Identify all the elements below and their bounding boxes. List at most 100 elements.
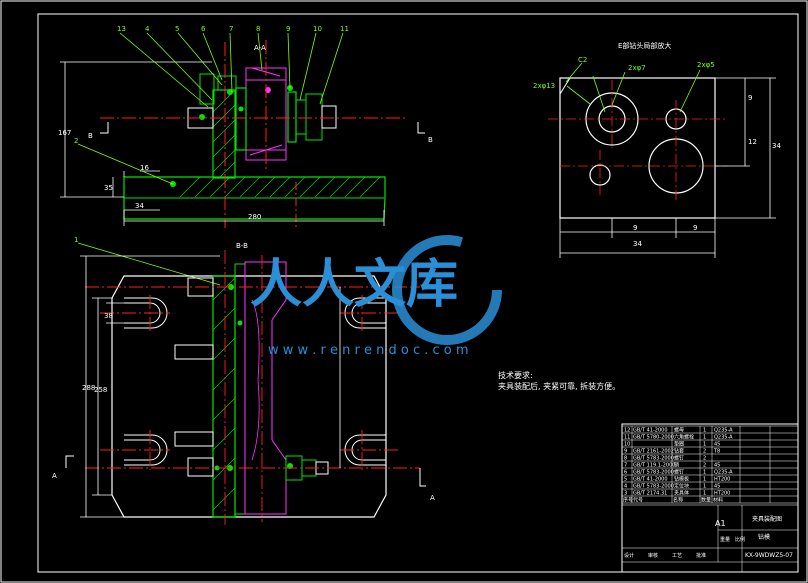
parts-row-name: 螺钉	[674, 469, 684, 476]
parts-row-no: 12	[624, 428, 630, 434]
section-b-right: B	[428, 136, 433, 144]
svg-text:34: 34	[772, 142, 781, 150]
balloon-2: 2	[74, 137, 78, 145]
parts-row-qty: 2	[703, 456, 706, 462]
parts-row-name: 钻套	[674, 448, 684, 455]
parts-row-code: GB/T 41-2000	[633, 428, 668, 434]
detail-plate	[559, 77, 716, 219]
parts-row-material: Q235-A	[714, 435, 733, 441]
parts-row-name: 定位块	[674, 483, 689, 490]
detail-title: E部钻头局部放大	[618, 41, 671, 50]
balloon-9: 9	[286, 25, 290, 33]
plan-view: B-B A A 288 258 38	[52, 242, 435, 525]
svg-text:比例: 比例	[735, 536, 745, 543]
svg-text:258: 258	[94, 386, 107, 394]
svg-text:34: 34	[135, 202, 144, 210]
inner-frame	[37, 13, 799, 573]
svg-text:280: 280	[248, 213, 261, 221]
parts-row-material: 45	[714, 442, 720, 448]
parts-row-name: 销	[674, 462, 679, 469]
title-scale-mark: A1	[715, 519, 726, 528]
parts-row-qty: 1	[703, 428, 706, 434]
svg-text:167: 167	[58, 129, 71, 137]
balloon-leaders	[77, 32, 344, 286]
svg-text:34: 34	[633, 240, 642, 248]
balloon-13: 13	[117, 25, 126, 33]
parts-row-name: 螺钉	[674, 455, 684, 462]
parts-row-code: GB/T 5780-2000	[633, 435, 674, 441]
parts-row-name: 六角螺栓	[674, 434, 694, 441]
watermark-url: w w w . r e n r e n d o c . c o m	[268, 343, 469, 358]
parts-row-name: 钻模板	[674, 476, 689, 483]
parts-row-code: GB/T 2174.31	[633, 491, 667, 497]
chamfer-label: C2	[578, 56, 587, 64]
parts-row-qty: 1	[703, 491, 706, 497]
workpiece-plan	[244, 261, 287, 515]
svg-text:工艺: 工艺	[672, 553, 682, 559]
parts-row-qty: 1	[703, 442, 706, 448]
tech-requirements: 技术要求: 夹具装配后, 夹紧可靠, 拆装方便。	[498, 370, 620, 391]
parts-header-cell: 名称	[673, 497, 683, 504]
svg-text:38: 38	[104, 312, 113, 320]
svg-text:288: 288	[82, 384, 95, 392]
balloon-10: 10	[313, 25, 322, 33]
plan-base-outline	[111, 275, 387, 518]
support-column	[212, 89, 236, 179]
parts-row-material: T8	[713, 449, 720, 455]
title-drawing-name: 夹具装配图	[752, 515, 782, 523]
parts-row-qty: 2	[703, 449, 706, 455]
parts-row-name: 垫圈	[674, 441, 684, 448]
tech-req-title: 技术要求:	[498, 370, 533, 380]
watermark-logo-text: 人人文库	[250, 255, 458, 315]
parts-header-cell: 材料	[713, 497, 723, 504]
svg-text:16: 16	[140, 164, 149, 172]
svg-text:35: 35	[104, 184, 113, 192]
svg-text:批准: 批准	[696, 552, 706, 559]
parts-header-cell: 数量	[701, 497, 711, 504]
parts-row-no: 10	[624, 442, 630, 448]
parts-row-no: 4	[624, 484, 627, 490]
title-part-name: 钻模	[758, 533, 770, 541]
parts-header-cell: 代号	[633, 497, 643, 504]
section-aa-label: A-A	[254, 44, 266, 52]
parts-row-qty: 1	[703, 435, 706, 441]
parts-row-material: 45	[714, 484, 720, 490]
balloon-1: 1	[74, 236, 78, 244]
parts-row-material: HT200	[714, 477, 730, 483]
watermark: 人人文库 w w w . r e n r e n d o c . c o m	[250, 235, 502, 358]
balloon-8: 8	[256, 25, 260, 33]
detail-view: E部钻头局部放大 2xφ7 2xφ5 2xφ13 C2 34 9 9 9 12 …	[533, 41, 781, 258]
parts-row-qty: 1	[703, 470, 706, 476]
balloon-5: 5	[175, 25, 179, 33]
balloon-11: 11	[340, 25, 349, 33]
balloon-7: 7	[229, 25, 233, 33]
section-a-left: A	[52, 472, 57, 480]
hole1-label: 2xφ7	[628, 64, 646, 72]
parts-row-material: HT200	[714, 491, 730, 497]
svg-text:重量: 重量	[720, 536, 730, 543]
parts-row-no: 9	[624, 449, 627, 455]
balloon-6: 6	[201, 25, 206, 33]
parts-row-code: GB/T 5783-2000	[633, 484, 674, 490]
plan-column	[212, 275, 236, 518]
hole3-label: 2xφ13	[533, 82, 555, 90]
parts-row-no: 5	[624, 477, 627, 483]
parts-row-name: 螺母	[674, 427, 684, 434]
parts-row-no: 11	[624, 435, 630, 441]
parts-row-material: 45	[714, 463, 720, 469]
hole2-label: 2xφ5	[697, 61, 715, 69]
balloon-numbers: 13 4 5 6 7 8 9 10 11 2 1	[74, 25, 349, 244]
svg-text:设计: 设计	[624, 552, 634, 559]
section-a-right: A	[430, 494, 435, 502]
parts-row-no: 6	[624, 470, 627, 476]
parts-row-name: 夹具体	[674, 490, 689, 497]
section-b-left: B	[88, 132, 93, 140]
parts-row-code: GB/T 5783-2000	[633, 470, 674, 476]
parts-header-cell: 序号	[623, 497, 633, 504]
parts-row-no: 7	[624, 463, 627, 469]
svg-text:9: 9	[693, 224, 697, 232]
parts-row-code: GB/T 5783-2000	[633, 456, 674, 462]
